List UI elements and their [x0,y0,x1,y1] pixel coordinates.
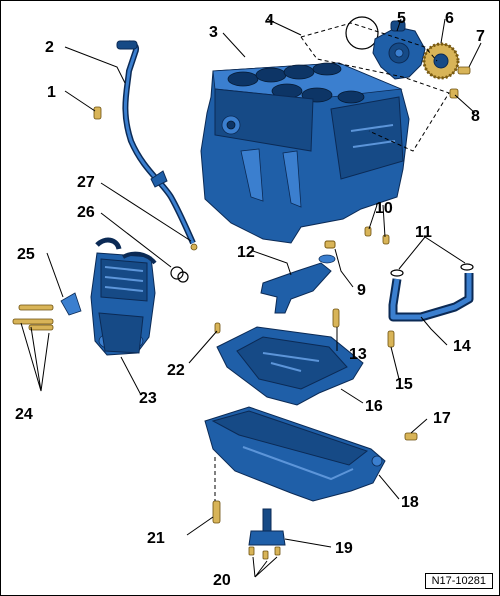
callout-11: 11 [415,224,432,241]
callout-4: 4 [265,12,274,29]
callout-10: 10 [375,200,393,217]
callout-5: 5 [397,10,406,27]
callout-16: 16 [365,398,383,415]
bolt-15 [387,330,395,348]
dipstick-tube [116,40,198,251]
callout-14: 14 [453,338,471,355]
seal-9 [324,240,336,249]
callout-7: 7 [476,28,485,45]
callout-23: 23 [139,390,157,407]
bolt-13 [332,308,340,328]
oil-sump [204,406,386,502]
oil-pickup-pipe [260,254,336,314]
callout-8: 8 [471,108,480,125]
o-ring-4 [345,16,379,50]
sprocket [422,42,460,80]
callout-9: 9 [357,282,366,299]
callout-20: 20 [213,572,231,589]
callout-26: 26 [77,204,95,221]
bolt-21 [212,500,221,524]
callout-18: 18 [401,494,419,511]
callout-1: 1 [47,84,56,101]
callout-21: 21 [147,530,165,547]
oil-return-pipe [388,273,474,322]
leader-lines [20,18,482,578]
callout-6: 6 [445,10,454,27]
callouts: 1 2 3 4 5 6 7 8 9 10 11 12 13 14 15 16 1… [15,10,485,589]
bolts-10 [364,226,390,245]
bolt-7 [457,66,471,75]
bolt-22 [214,322,221,334]
seals-11 [390,263,474,277]
oil-pump [372,20,426,80]
callout-22: 22 [167,362,185,379]
cylinder-block [200,62,410,244]
callout-19: 19 [335,540,353,557]
bolt-1 [93,106,102,120]
bolts-20 [248,546,281,560]
callout-12: 12 [237,244,255,261]
callout-24: 24 [15,406,33,423]
callout-2: 2 [45,39,54,56]
oil-level-sensor [248,508,286,546]
callout-25: 25 [17,246,35,263]
callout-27: 27 [77,174,95,191]
bolt-17 [404,432,418,441]
bolts-24 [12,304,54,331]
oil-filter-housing [90,237,157,356]
callout-15: 15 [395,376,413,393]
callout-17: 17 [433,410,451,427]
baffle-plate [216,326,364,406]
reference-number: N17-10281 [424,573,493,589]
bracket-25 [60,292,82,316]
assembly-lines [300,22,450,152]
callout-3: 3 [209,24,218,41]
gasket-26 [170,266,189,283]
callout-13: 13 [349,346,367,363]
